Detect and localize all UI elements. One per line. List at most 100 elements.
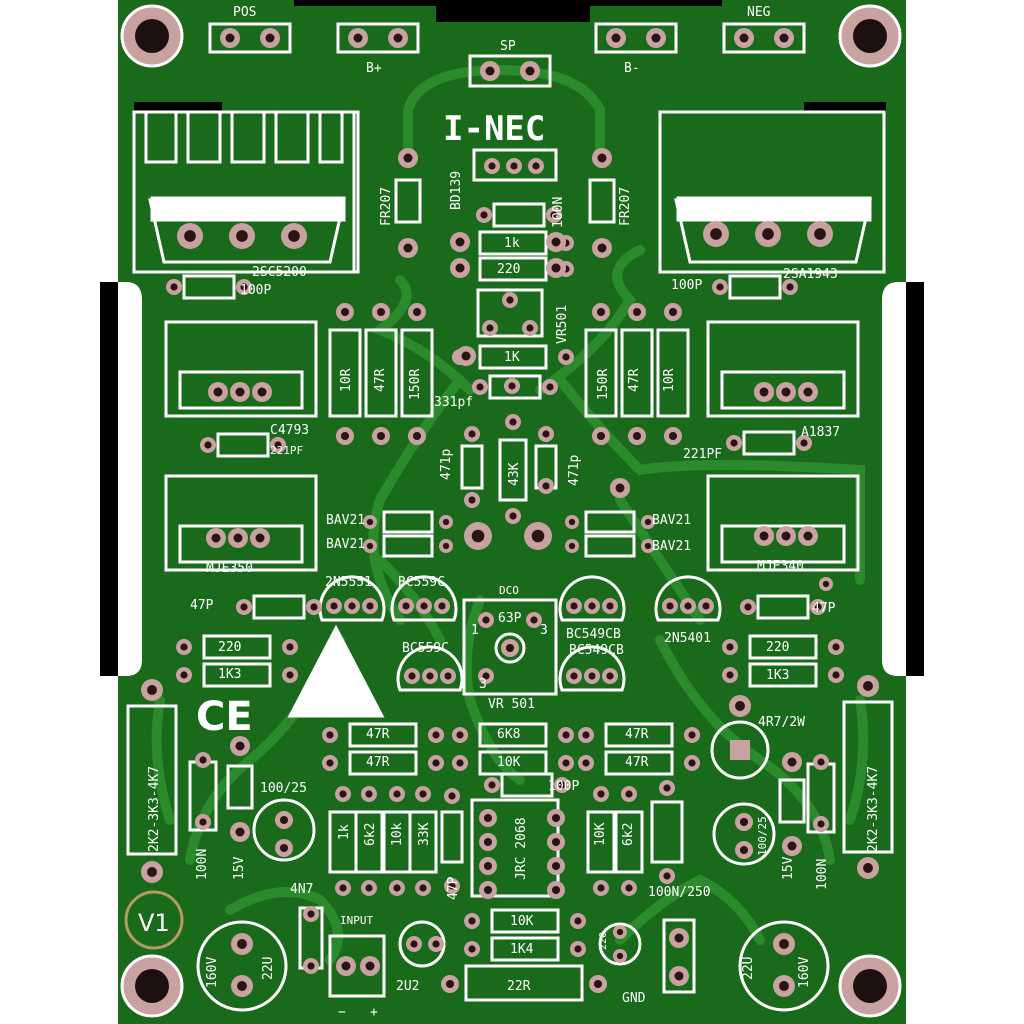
label-6k2-a: 6k2 [363, 823, 378, 846]
label-47p-left: 47P [190, 598, 214, 613]
pad-hole [486, 324, 494, 332]
mounting-holes [120, 4, 902, 1018]
label-15v-right: 15V [781, 856, 796, 880]
pad-hole [288, 230, 300, 242]
res-1k-top [478, 230, 548, 256]
heatsink-2sc5200 [132, 110, 356, 274]
pad-hole [814, 228, 826, 240]
pad-hole [551, 237, 561, 247]
cap-47p-left [252, 594, 306, 620]
pad-hole [814, 603, 822, 611]
pad-hole [240, 283, 248, 291]
pad-hole [366, 518, 374, 526]
cap-22u-right [738, 920, 830, 1012]
pad-hole [393, 884, 401, 892]
pad-hole [419, 884, 427, 892]
pad-hole [482, 616, 490, 624]
pad-hole [632, 307, 642, 317]
pad-hole [376, 431, 386, 441]
trimmer-vr501-wiper [494, 632, 526, 664]
pad-hole [663, 872, 671, 880]
pad-hole [739, 845, 749, 855]
pad-hole [551, 885, 561, 895]
label-220-right: 220 [766, 640, 789, 655]
pad-hole [674, 971, 684, 981]
label-160v-right: 160V [797, 957, 812, 988]
v1-marker [124, 890, 184, 950]
pad-hole [339, 790, 347, 798]
pad-hole [525, 66, 535, 76]
label-dco: DCO [499, 584, 519, 597]
label-10k-c: 10K [593, 822, 608, 846]
label-bc549cb-2: BC549CB [569, 643, 624, 658]
pad-hole [688, 731, 696, 739]
pad-hole [235, 827, 245, 837]
pad-hole [444, 672, 452, 680]
res-220-left [202, 634, 272, 660]
pad-hole [832, 643, 840, 651]
pad-hole [550, 211, 558, 219]
pad-hole [510, 162, 518, 170]
pad-hole [438, 602, 446, 610]
res-47r-c [604, 722, 674, 748]
label-minus: − [338, 1005, 346, 1020]
pad-hole [488, 162, 496, 170]
pad-hole [461, 351, 471, 361]
label-bav21-4: BAV21 [652, 539, 691, 554]
res-10k-a [478, 750, 548, 776]
pad-hole [274, 441, 282, 449]
pad-hole [482, 672, 490, 680]
tab-2sa1943 [676, 196, 872, 222]
label-2n5551: 2N5551 [325, 575, 372, 590]
label-bc549cb-1: BC549CB [566, 627, 621, 642]
res-220-top [478, 256, 548, 282]
label-63p: 63P [498, 611, 522, 626]
label-47r-b: 47R [366, 755, 390, 770]
conn-neg [722, 22, 806, 54]
pad-hole [651, 33, 661, 43]
pad-hole [307, 910, 315, 918]
diode-bav21-4 [584, 534, 636, 558]
label-4r7: 4R7/2W [758, 715, 805, 730]
label-b-plus: B+ [366, 61, 382, 76]
pad-hole [644, 542, 652, 550]
pad-hole [348, 602, 356, 610]
cap-221pf-right [742, 430, 796, 456]
pad-hole [432, 940, 440, 948]
cap-331pf [488, 374, 542, 400]
res-47r-b [348, 750, 418, 776]
body-c4793 [178, 370, 304, 410]
pad-hole [240, 603, 248, 611]
pad-hole [506, 296, 514, 304]
cap-100-25-left [252, 798, 316, 862]
pad-hole [471, 529, 485, 543]
label-gnd: GND [622, 991, 646, 1006]
label-bav21-3: BAV21 [652, 513, 691, 528]
pad-hole [468, 430, 476, 438]
label-v1: V1 [138, 909, 170, 937]
pad-hole [588, 672, 596, 680]
pad-hole [279, 843, 289, 853]
diode-15v-right [778, 778, 806, 824]
pad-hole [562, 731, 570, 739]
label-sp: SP [500, 39, 516, 54]
label-47r-a: 47R [366, 727, 390, 742]
label-471p-right: 471p [567, 455, 582, 486]
body-mje350 [178, 524, 304, 564]
label-150r-right: 150R [596, 369, 611, 400]
label-pin1: 1 [471, 623, 479, 638]
label-mje350: MJE350 [206, 561, 253, 576]
pad-hole [366, 602, 374, 610]
cap-471p-left [460, 444, 484, 490]
pad-hole [616, 952, 624, 960]
pad-hole [597, 884, 605, 892]
cap-47p-bottom [440, 810, 464, 864]
pad-hole [759, 531, 769, 541]
conn-input [328, 934, 386, 998]
pad-hole [597, 153, 607, 163]
pad-hole [863, 863, 873, 873]
label-100n-left: 100N [195, 849, 210, 880]
pad-hole [597, 243, 607, 253]
pad-hole [739, 33, 749, 43]
pad-hole [800, 439, 808, 447]
